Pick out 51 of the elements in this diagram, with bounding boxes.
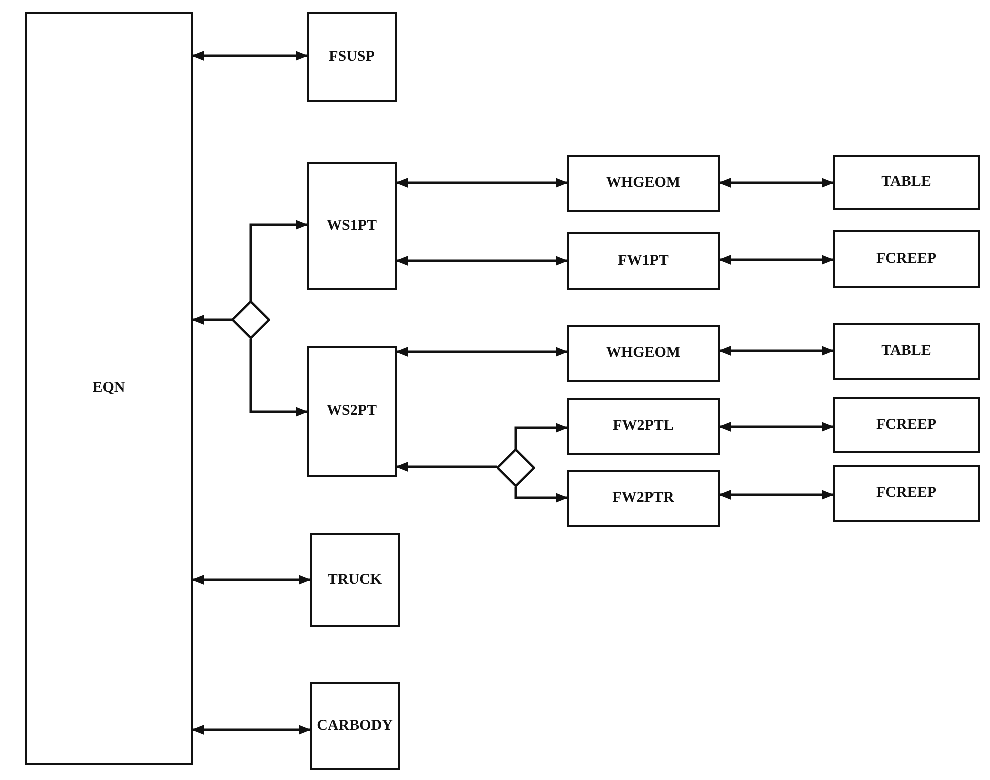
process-box [567,232,720,290]
box-label: WS2PT [326,403,377,420]
process-box [833,230,980,288]
box-label: TABLE [882,174,932,191]
box-label: TABLE [882,343,932,360]
arrow [718,422,834,432]
arrow [396,462,497,472]
box-label: FSUSP [329,48,375,66]
arrow [250,220,308,301]
arrow [718,255,834,265]
process-box [833,155,980,210]
process-box [833,323,980,380]
box-label: WS1PT [326,218,377,234]
process-box [567,155,720,212]
arrow [250,339,308,417]
box-label: FW2PTR [612,490,674,507]
box-label: FW2PTL [613,418,674,435]
arrow [396,347,568,357]
box-label: FW1PT [618,252,669,270]
arrow [718,178,834,188]
box-label: WHGEOM [606,175,681,192]
box-label: EQN [92,380,126,397]
process-box [307,12,397,102]
arrow [718,346,834,356]
box-label: FCREEP [876,416,936,434]
box-label: CARBODY [317,718,393,734]
process-box [25,12,193,765]
arrow [192,315,232,325]
process-box [567,470,720,527]
process-box [833,397,980,453]
arrow [192,51,308,61]
process-box [307,162,397,290]
box-label: FCREEP [876,250,936,268]
arrow [396,178,568,188]
decision-diamond [232,301,270,339]
arrow [396,256,568,266]
arrow [718,490,834,500]
arrow [514,487,568,503]
box-label: FCREEP [876,485,936,502]
process-box [567,398,720,455]
process-box [307,346,397,477]
process-box [833,465,980,522]
process-box [567,325,720,382]
box-label: WHGEOM [606,345,681,362]
arrow [192,725,312,735]
process-box [310,533,400,627]
decision-diamond [497,449,535,487]
box-label: TRUCK [328,572,382,588]
arrow [192,575,312,585]
arrow [514,423,568,449]
process-box [310,682,400,770]
